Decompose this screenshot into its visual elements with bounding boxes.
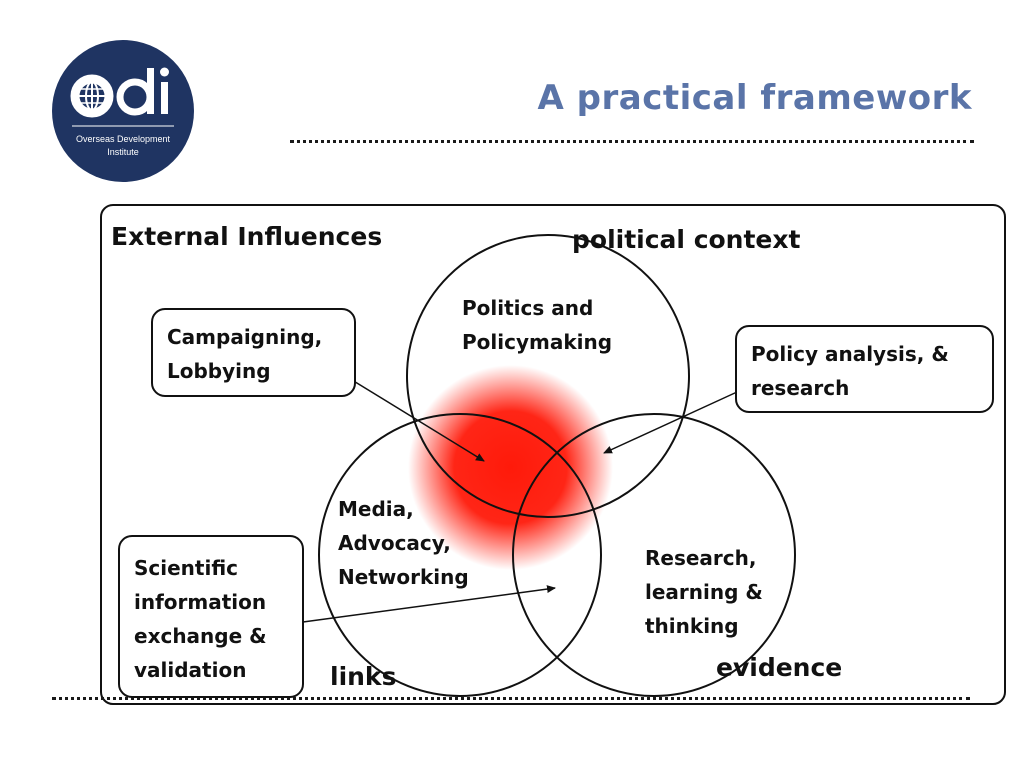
circle-inner-line: Policymaking xyxy=(462,330,613,354)
box-line: information xyxy=(134,590,267,614)
circle-inner-line: Networking xyxy=(338,565,469,589)
circle-links xyxy=(318,413,602,697)
circle-inner-research: Research, learning & thinking xyxy=(645,541,763,643)
circle-inner-line: thinking xyxy=(645,614,739,638)
highlight-glow xyxy=(408,365,613,570)
box-line: exchange & xyxy=(134,624,267,648)
box-line: validation xyxy=(134,658,247,682)
arrow-campaigning xyxy=(351,379,485,462)
circle-label-links: links xyxy=(330,662,397,691)
circle-inner-politics: Politics and Policymaking xyxy=(462,291,612,359)
circle-inner-line: Research, xyxy=(645,546,757,570)
box-line: Campaigning, xyxy=(167,325,323,349)
circle-inner-media: Media, Advocacy, Networking xyxy=(338,492,469,594)
slide-title: A practical framework xyxy=(537,78,972,118)
box-line: research xyxy=(751,376,850,400)
box-line: Scientific xyxy=(134,556,239,580)
circle-label-political-context: political context xyxy=(572,225,801,254)
arrow-scientific xyxy=(302,585,556,623)
box-line: Policy analysis, & xyxy=(751,342,949,366)
circle-label-evidence: evidence xyxy=(716,653,843,682)
logo-caption-line2: Institute xyxy=(107,147,139,157)
circle-inner-line: Politics and xyxy=(462,296,594,320)
odi-logo: Overseas Development Institute xyxy=(52,40,194,182)
logo-caption-line1: Overseas Development xyxy=(76,134,171,144)
circle-inner-line: Media, xyxy=(338,497,414,521)
top-divider xyxy=(290,140,974,143)
box-campaigning: Campaigning, Lobbying xyxy=(151,308,356,397)
external-influences-frame xyxy=(100,204,1006,705)
frame-label: External Influences xyxy=(111,222,383,251)
circle-evidence xyxy=(512,413,796,697)
circle-political-context xyxy=(406,234,690,518)
box-policy-analysis: Policy analysis, & research xyxy=(735,325,994,413)
arrow-policy-analysis xyxy=(603,391,738,454)
bottom-divider xyxy=(52,697,970,700)
circle-inner-line: learning & xyxy=(645,580,763,604)
circle-inner-line: Advocacy, xyxy=(338,531,451,555)
box-line: Lobbying xyxy=(167,359,271,383)
box-scientific: Scientific information exchange & valida… xyxy=(118,535,304,698)
